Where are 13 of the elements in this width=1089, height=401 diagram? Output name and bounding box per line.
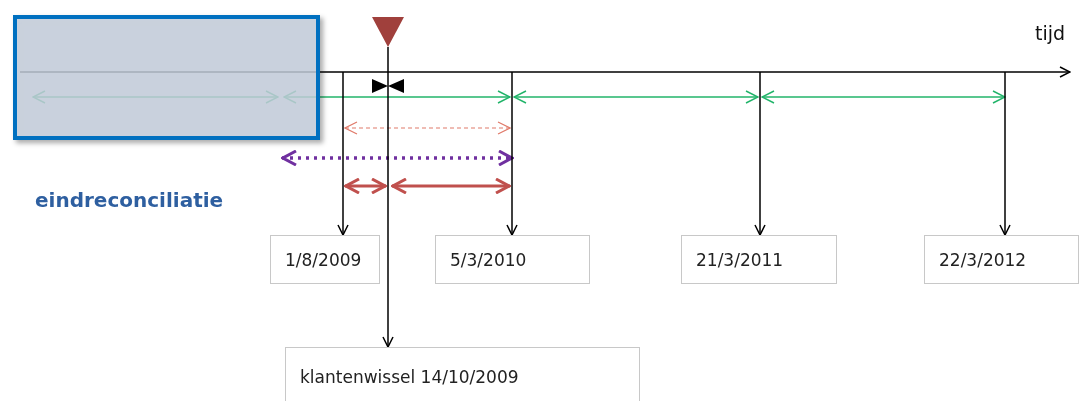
event-box: klantenwissel 14/10/2009 xyxy=(285,347,640,401)
arrow xyxy=(382,46,394,348)
triangle-marker xyxy=(372,17,404,47)
arrow xyxy=(754,71,766,236)
arrow xyxy=(999,71,1011,236)
axis-label: tijd xyxy=(1035,22,1066,44)
date-box: 5/3/2010 xyxy=(435,235,590,284)
date-box: 21/3/2011 xyxy=(681,235,837,284)
arrow xyxy=(506,71,518,236)
date-box: 1/8/2009 xyxy=(270,235,380,284)
date-box: 22/3/2012 xyxy=(924,235,1079,284)
arrow xyxy=(337,71,349,236)
box-caption: eindreconciliatie xyxy=(35,188,224,212)
